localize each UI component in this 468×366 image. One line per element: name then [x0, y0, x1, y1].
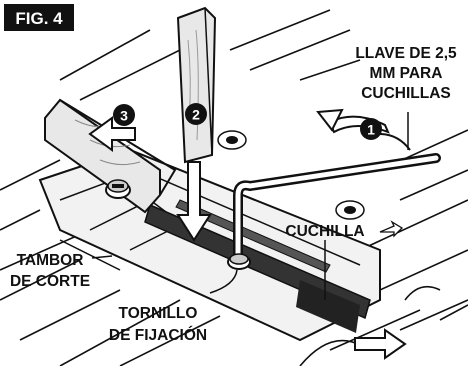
- wood-block: [44, 98, 177, 214]
- mount-hole-lower-center: [344, 206, 356, 214]
- blade-out-arrow: [354, 328, 407, 360]
- machine-body: [0, 9, 468, 366]
- push-down-arrow: [176, 161, 212, 242]
- step-number-2: 2: [192, 107, 200, 123]
- slide-left-arrow: [88, 116, 136, 152]
- blade: [144, 199, 371, 333]
- wood-stick: [176, 6, 217, 164]
- leader-lines: [91, 112, 409, 300]
- screw-label: TORNILLO DE FIJACIÓN: [109, 305, 207, 344]
- step-badge-1: 1: [360, 118, 382, 140]
- drum-label-line-1: TAMBOR: [17, 252, 84, 269]
- mount-holes: [217, 130, 365, 220]
- screw-label-line-1: TORNILLO: [119, 305, 198, 322]
- set-screw-left: [105, 179, 131, 199]
- wrench-label-line-1: LLAVE DE 2,5: [355, 45, 457, 62]
- screw-label-line-2: DE FIJACIÓN: [109, 326, 207, 344]
- wrench-label-line-3: CUCHILLAS: [361, 85, 451, 102]
- drum-label-line-2: DE CORTE: [10, 273, 90, 290]
- step-badge-3: 3: [113, 104, 135, 126]
- mount-hole-upper-center: [226, 136, 238, 144]
- drum-label: TAMBOR DE CORTE: [10, 252, 90, 290]
- step-badge-2: 2: [185, 103, 207, 125]
- figure-tag: FIG. 4: [4, 4, 74, 31]
- wrench-label: LLAVE DE 2,5 MM PARA CUCHILLAS: [355, 45, 457, 102]
- step-number-1: 1: [367, 122, 375, 138]
- wrench-label-line-2: MM PARA: [370, 65, 443, 82]
- turn-arrow: [316, 108, 411, 151]
- figure-tag-background: [4, 4, 74, 31]
- screw-leader: [209, 269, 238, 294]
- hex-key: [227, 153, 441, 270]
- drum-leader: [91, 255, 113, 259]
- step-number-3: 3: [120, 108, 128, 124]
- blade-pointer-arrow: [379, 220, 404, 238]
- figure-label: FIG. 4: [15, 9, 63, 28]
- blade-label: CUCHILLA: [285, 223, 364, 240]
